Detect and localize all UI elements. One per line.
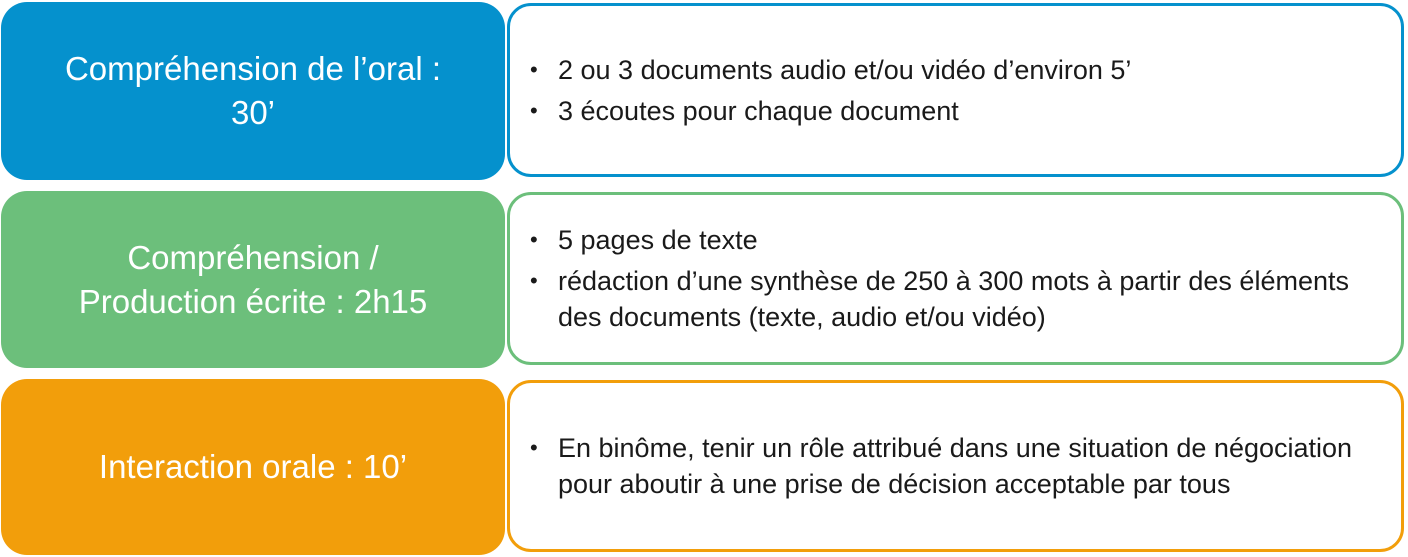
bullet-item: • rédaction d’une synthèse de 250 à 300 … bbox=[528, 263, 1371, 335]
bullet-dot-icon: • bbox=[530, 97, 538, 123]
section-details-oral-interaction: • En binôme, tenir un rôle attribué dans… bbox=[507, 380, 1404, 552]
bullet-dot-icon: • bbox=[530, 435, 538, 460]
bullet-text: 2 ou 3 documents audio et/ou vidéo d’env… bbox=[558, 54, 1132, 85]
exam-section-oral-interaction: Interaction orale : 10’ • En binôme, ten… bbox=[0, 379, 1408, 555]
bullet-text: En binôme, tenir un rôle attribué dans u… bbox=[558, 433, 1353, 499]
bullet-item: • En binôme, tenir un rôle attribué dans… bbox=[528, 430, 1371, 502]
bullet-list: • En binôme, tenir un rôle attribué dans… bbox=[528, 425, 1371, 507]
section-label-oral-comprehension: Compréhension de l’oral : 30’ bbox=[1, 2, 505, 180]
bullet-dot-icon: • bbox=[530, 227, 538, 252]
exam-section-oral-comprehension: Compréhension de l’oral : 30’ • 2 ou 3 d… bbox=[0, 2, 1408, 180]
bullet-text: 3 écoutes pour chaque document bbox=[558, 95, 959, 126]
section-details-written-production: • 5 pages de texte • rédaction d’une syn… bbox=[507, 192, 1404, 365]
bullet-text: rédaction d’une synthèse de 250 à 300 mo… bbox=[558, 266, 1349, 332]
bullet-dot-icon: • bbox=[530, 268, 538, 293]
section-label-written-production: Compréhension / Production écrite : 2h15 bbox=[1, 191, 505, 368]
bullet-list: • 2 ou 3 documents audio et/ou vidéo d’e… bbox=[528, 47, 1131, 134]
section-label-text: Compréhension / Production écrite : 2h15 bbox=[78, 238, 428, 320]
section-label-text: Compréhension de l’oral : 30’ bbox=[64, 50, 442, 131]
bullet-dot-icon: • bbox=[530, 56, 538, 82]
exam-section-written-production: Compréhension / Production écrite : 2h15… bbox=[0, 191, 1408, 368]
section-label-oral-interaction: Interaction orale : 10’ bbox=[1, 379, 505, 555]
bullet-item: • 5 pages de texte bbox=[528, 222, 1371, 258]
bullet-item: • 2 ou 3 documents audio et/ou vidéo d’e… bbox=[528, 52, 1131, 88]
bullet-list: • 5 pages de texte • rédaction d’une syn… bbox=[528, 217, 1371, 340]
bullet-item: • 3 écoutes pour chaque document bbox=[528, 93, 1131, 129]
bullet-text: 5 pages de texte bbox=[558, 225, 758, 255]
section-label-text: Interaction orale : 10’ bbox=[98, 448, 408, 485]
section-details-oral-comprehension: • 2 ou 3 documents audio et/ou vidéo d’e… bbox=[507, 3, 1404, 177]
